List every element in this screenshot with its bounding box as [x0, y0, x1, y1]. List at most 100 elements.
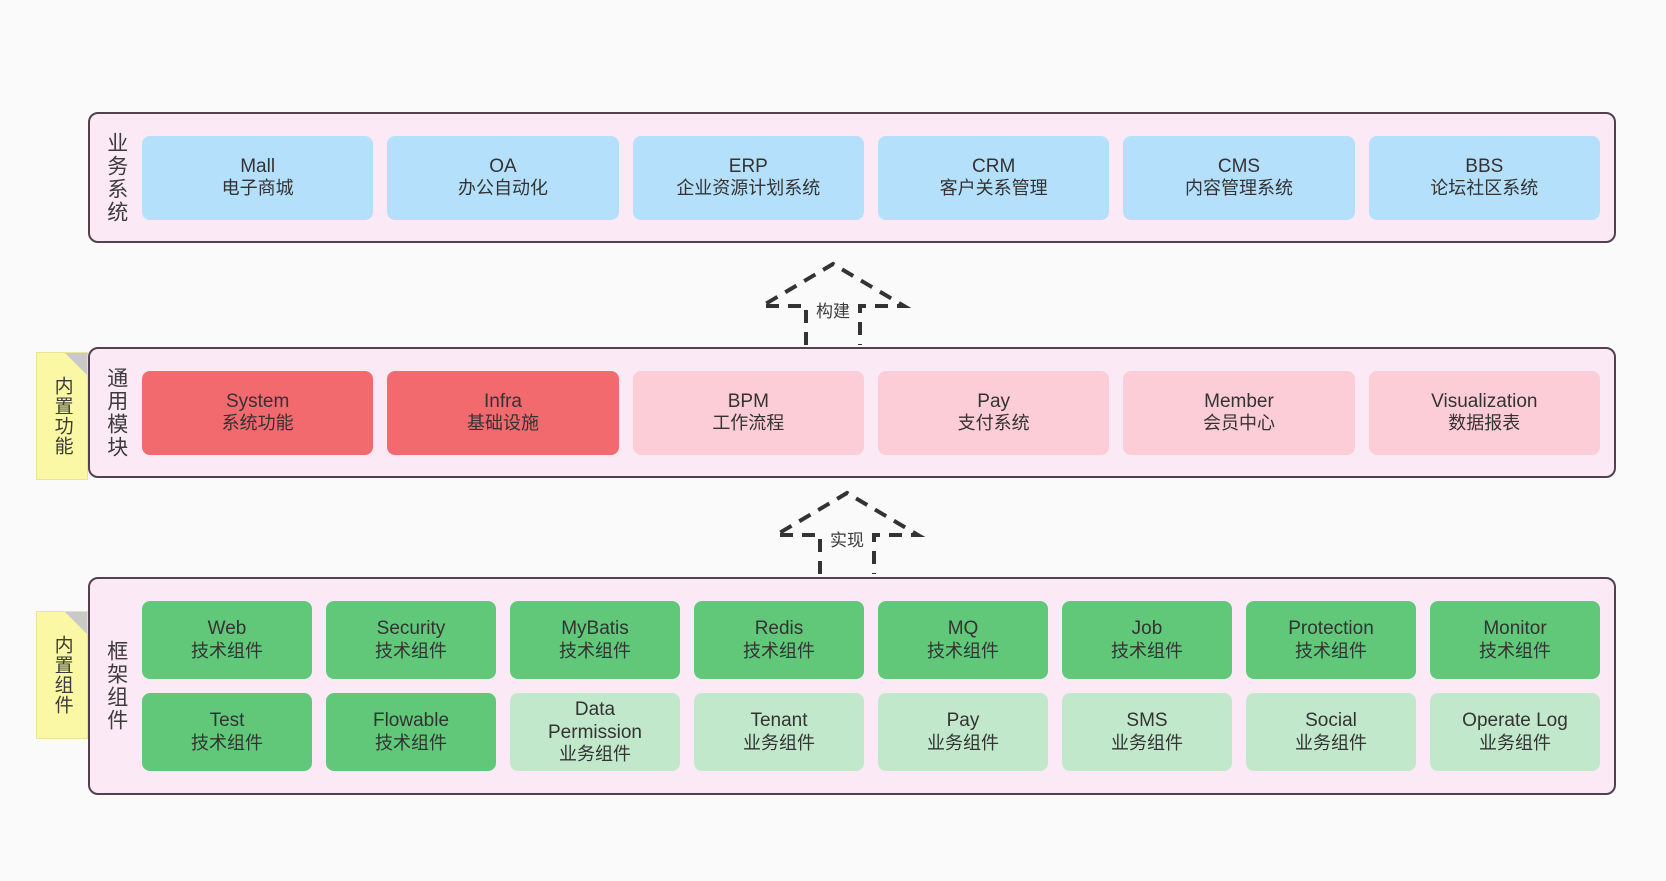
component-card-data-permission[interactable]: Data Permission 业务组件	[510, 693, 680, 771]
component-name-line2: Permission	[548, 722, 642, 744]
component-desc: 业务组件	[743, 732, 815, 753]
layer-body-business-systems: Mall 电子商城 OA 办公自动化 ERP 企业资源计划系统 CRM 客户关系…	[142, 114, 1614, 241]
component-desc: 技术组件	[191, 640, 263, 661]
component-desc: 业务组件	[1111, 732, 1183, 753]
module-desc: 基础设施	[466, 413, 539, 434]
module-desc: 内容管理系统	[1184, 178, 1293, 199]
module-name: Mall	[240, 155, 276, 177]
module-card-bpm[interactable]: BPM 工作流程	[632, 370, 864, 455]
component-card-redis[interactable]: Redis 技术组件	[694, 601, 864, 679]
component-name: Protection	[1288, 618, 1374, 640]
component-name: Test	[209, 710, 245, 732]
module-card-mall[interactable]: Mall 电子商城	[142, 135, 374, 220]
layer-title-common-modules: 通用模块	[104, 366, 128, 459]
sticky-note-builtin-features: 内置功能	[36, 352, 88, 480]
component-card-test[interactable]: Test 技术组件	[142, 693, 312, 771]
component-card-flowable[interactable]: Flowable 技术组件	[326, 693, 496, 771]
module-name: OA	[489, 155, 517, 177]
component-card-mybatis[interactable]: MyBatis 技术组件	[510, 601, 680, 679]
module-desc: 支付系统	[957, 413, 1030, 434]
module-name: BPM	[727, 390, 769, 412]
card-row: Web 技术组件 Security 技术组件 MyBatis 技术组件 Redi…	[142, 601, 1600, 679]
component-card-social[interactable]: Social 业务组件	[1246, 693, 1416, 771]
module-name: Member	[1204, 390, 1274, 412]
component-name: Social	[1305, 710, 1357, 732]
component-name: Security	[376, 618, 446, 640]
module-name: CRM	[972, 155, 1016, 177]
module-card-pay[interactable]: Pay 支付系统	[877, 370, 1110, 455]
component-card-sms[interactable]: SMS 业务组件	[1062, 693, 1232, 771]
component-name: Pay	[946, 710, 980, 732]
module-card-bbs[interactable]: BBS 论坛社区系统	[1368, 135, 1600, 220]
sticky-note-label: 内置功能	[51, 376, 73, 456]
module-card-visualization[interactable]: Visualization 数据报表	[1368, 370, 1600, 455]
module-desc: 数据报表	[1448, 413, 1521, 434]
module-desc: 会员中心	[1202, 413, 1275, 434]
module-name: ERP	[728, 155, 768, 177]
component-desc: 业务组件	[1479, 732, 1551, 753]
component-card-security[interactable]: Security 技术组件	[326, 601, 496, 679]
component-desc: 技术组件	[559, 640, 631, 661]
component-card-mq[interactable]: MQ 技术组件	[878, 601, 1048, 679]
card-row: System 系统功能 Infra 基础设施 BPM 工作流程 Pay 支付系统…	[142, 370, 1600, 455]
sticky-note-builtin-components: 内置组件	[36, 611, 88, 739]
module-card-system[interactable]: System 系统功能	[142, 370, 374, 455]
sticky-note-label: 内置组件	[51, 635, 73, 715]
component-desc: 技术组件	[927, 640, 999, 661]
module-name: Pay	[977, 390, 1011, 412]
component-name: Tenant	[750, 710, 808, 732]
component-desc: 业务组件	[559, 744, 631, 765]
component-name: Job	[1131, 618, 1163, 640]
component-name: Data	[574, 698, 616, 720]
component-desc: 业务组件	[927, 732, 999, 753]
component-desc: 技术组件	[375, 640, 447, 661]
component-card-web[interactable]: Web 技术组件	[142, 601, 312, 679]
module-card-erp[interactable]: ERP 企业资源计划系统	[632, 135, 864, 220]
layer-business-systems: 业务系统 Mall 电子商城 OA 办公自动化 ERP 企业资源计划系统 CRM…	[88, 112, 1616, 243]
component-desc: 技术组件	[743, 640, 815, 661]
module-desc: 企业资源计划系统	[676, 178, 821, 199]
layer-framework-components: 框架组件 Web 技术组件 Security 技术组件 MyBatis 技术组件…	[88, 577, 1616, 795]
module-card-member[interactable]: Member 会员中心	[1123, 370, 1355, 455]
component-name: Monitor	[1483, 618, 1547, 640]
component-desc: 技术组件	[1295, 640, 1367, 661]
module-card-oa[interactable]: OA 办公自动化	[387, 135, 619, 220]
module-card-cms[interactable]: CMS 内容管理系统	[1123, 135, 1355, 220]
component-card-monitor[interactable]: Monitor 技术组件	[1430, 601, 1600, 679]
component-desc: 业务组件	[1295, 732, 1367, 753]
module-card-crm[interactable]: CRM 客户关系管理	[877, 135, 1110, 220]
arrow-build-label: 构建	[816, 302, 850, 321]
component-card-job[interactable]: Job 技术组件	[1062, 601, 1232, 679]
layer-title-business-systems: 业务系统	[104, 131, 128, 224]
module-name: Visualization	[1431, 390, 1538, 412]
layer-body-common-modules: System 系统功能 Infra 基础设施 BPM 工作流程 Pay 支付系统…	[142, 349, 1614, 476]
module-desc: 电子商城	[221, 178, 294, 199]
component-card-tenant[interactable]: Tenant 业务组件	[694, 693, 864, 771]
module-card-infra[interactable]: Infra 基础设施	[387, 370, 619, 455]
arrow-implement-label: 实现	[830, 531, 864, 550]
module-name: CMS	[1217, 155, 1261, 177]
component-name: MQ	[947, 618, 979, 640]
component-card-protection[interactable]: Protection 技术组件	[1246, 601, 1416, 679]
component-desc: 技术组件	[375, 732, 447, 753]
module-desc: 办公自动化	[457, 178, 548, 199]
component-name: Web	[207, 618, 247, 640]
layer-body-framework-components: Web 技术组件 Security 技术组件 MyBatis 技术组件 Redi…	[142, 579, 1614, 793]
module-desc: 客户关系管理	[939, 178, 1048, 199]
component-name: Operate Log	[1462, 710, 1568, 732]
module-name: BBS	[1465, 155, 1504, 177]
module-name: Infra	[483, 390, 522, 412]
component-name: Redis	[754, 618, 804, 640]
component-card-pay[interactable]: Pay 业务组件	[878, 693, 1048, 771]
component-name: MyBatis	[561, 618, 629, 640]
module-desc: 工作流程	[712, 413, 785, 434]
arrow-build: 构建	[754, 261, 912, 347]
component-desc: 技术组件	[191, 732, 263, 753]
layer-title-framework-components: 框架组件	[104, 640, 128, 732]
component-name: SMS	[1126, 710, 1168, 732]
component-card-operate-log[interactable]: Operate Log 业务组件	[1430, 693, 1600, 771]
layer-common-modules: 通用模块 System 系统功能 Infra 基础设施 BPM 工作流程 Pay…	[88, 347, 1616, 478]
module-name: System	[225, 390, 290, 412]
component-desc: 技术组件	[1111, 640, 1183, 661]
